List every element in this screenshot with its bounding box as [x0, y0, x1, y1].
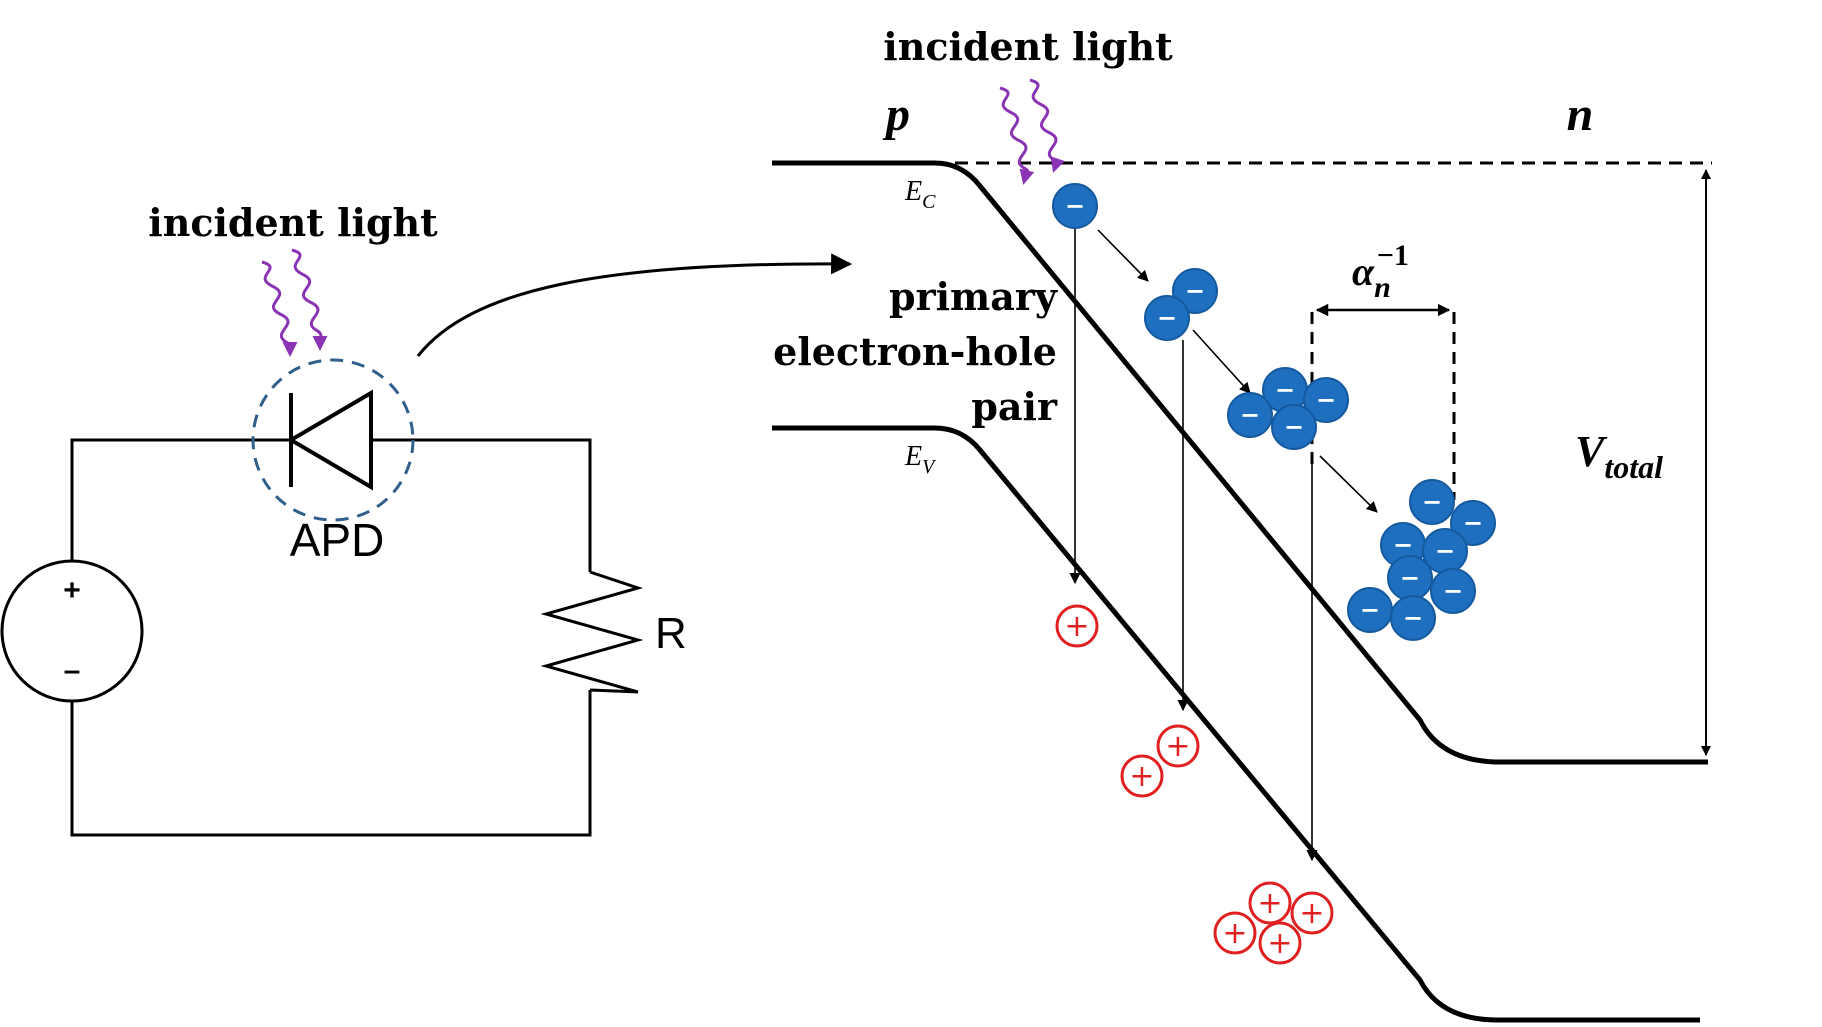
avalanche-arrow — [1319, 455, 1378, 513]
electron: − — [1422, 528, 1468, 574]
hole: + — [1258, 921, 1302, 965]
p-region-label: p — [882, 88, 910, 141]
hole-sign: + — [1299, 896, 1324, 931]
electron-sign: − — [1463, 509, 1483, 537]
hole: + — [1213, 911, 1257, 955]
circuit-wire-right-lower — [70, 690, 592, 837]
light-wave-icon — [291, 248, 328, 351]
circuit: + – R APD incident light — [0, 200, 853, 837]
electron: − — [1144, 295, 1190, 341]
electron-sign: − — [1403, 604, 1423, 632]
light-wave-icon — [1029, 78, 1065, 173]
voltage-source-plus: + — [63, 574, 81, 607]
resistor — [540, 570, 644, 694]
apd-label: APD — [290, 514, 385, 566]
electron: − — [1227, 392, 1273, 438]
primary-pair-line-3: pair — [971, 384, 1058, 429]
hole-sign: + — [1129, 759, 1154, 794]
electron: − — [1387, 555, 1433, 601]
n-region-label: n — [1567, 88, 1594, 141]
electron: − — [1262, 367, 1308, 413]
ev-label: EV — [904, 441, 937, 478]
voltage-source — [0, 559, 144, 703]
apd-outline — [251, 358, 415, 522]
electron-sign: − — [1400, 564, 1420, 592]
hole: + — [1248, 881, 1292, 925]
avalanche-arrow — [1097, 229, 1149, 282]
electron-sign: − — [1360, 596, 1380, 624]
electron: − — [1450, 500, 1496, 546]
electron: − — [1172, 268, 1218, 314]
electron: − — [1390, 595, 1436, 641]
primary-pair-line-1: primary — [889, 274, 1058, 319]
apd-triangle — [287, 389, 373, 491]
electron-sign: − — [1316, 386, 1336, 414]
light-wave-icon — [999, 86, 1035, 185]
hole: + — [1055, 604, 1099, 648]
electron-sign: − — [1275, 376, 1295, 404]
electron: − — [1430, 568, 1476, 614]
hole-sign: + — [1257, 886, 1282, 921]
electron-sign: − — [1393, 531, 1413, 559]
electron-sign: − — [1185, 277, 1205, 305]
voltage-source-minus: – — [64, 654, 81, 687]
band-diagram: Vtotal αn−1 p n EC EV incident light pri… — [772, 24, 1712, 1023]
avalanche-arrow — [1192, 329, 1251, 394]
zoom-arrow — [416, 253, 853, 357]
circuit-wire-top-left — [70, 438, 255, 568]
electron: − — [1409, 479, 1455, 525]
electron: − — [1303, 377, 1349, 423]
electron-sign: − — [1240, 401, 1260, 429]
electron: − — [1271, 404, 1317, 450]
electron-sign: − — [1157, 304, 1177, 332]
hole: + — [1120, 754, 1164, 798]
circuit-incident-light-label: incident light — [148, 200, 438, 245]
vtotal-label: Vtotal — [1575, 427, 1663, 485]
primary-pair-line-2: electron-hole — [773, 329, 1057, 374]
holes: +++++++ — [1055, 604, 1334, 965]
hole-sign: + — [1165, 729, 1190, 764]
hole-sign: + — [1267, 926, 1292, 961]
ec-label: EC — [904, 176, 936, 213]
conduction-band — [772, 160, 1708, 765]
hole: + — [1290, 891, 1334, 935]
electron-sign: − — [1284, 413, 1304, 441]
alpha-label: αn−1 — [1352, 239, 1409, 304]
electrons: −−−−−−−−−−−−−−− — [1052, 183, 1496, 641]
electron-sign: − — [1435, 537, 1455, 565]
resistor-label: R — [655, 609, 687, 658]
electron: − — [1347, 587, 1393, 633]
light-wave-icon — [261, 260, 298, 357]
hole: + — [1156, 724, 1200, 768]
hole-sign: + — [1064, 609, 1089, 644]
electron-sign: − — [1065, 192, 1085, 220]
electron-sign: − — [1443, 577, 1463, 605]
band-incident-light-label: incident light — [883, 24, 1173, 69]
electron: − — [1052, 183, 1098, 229]
hole-sign: + — [1222, 916, 1247, 951]
circuit-wire-top-right — [410, 438, 592, 572]
electron-sign: − — [1422, 488, 1442, 516]
valence-band — [772, 425, 1700, 1023]
